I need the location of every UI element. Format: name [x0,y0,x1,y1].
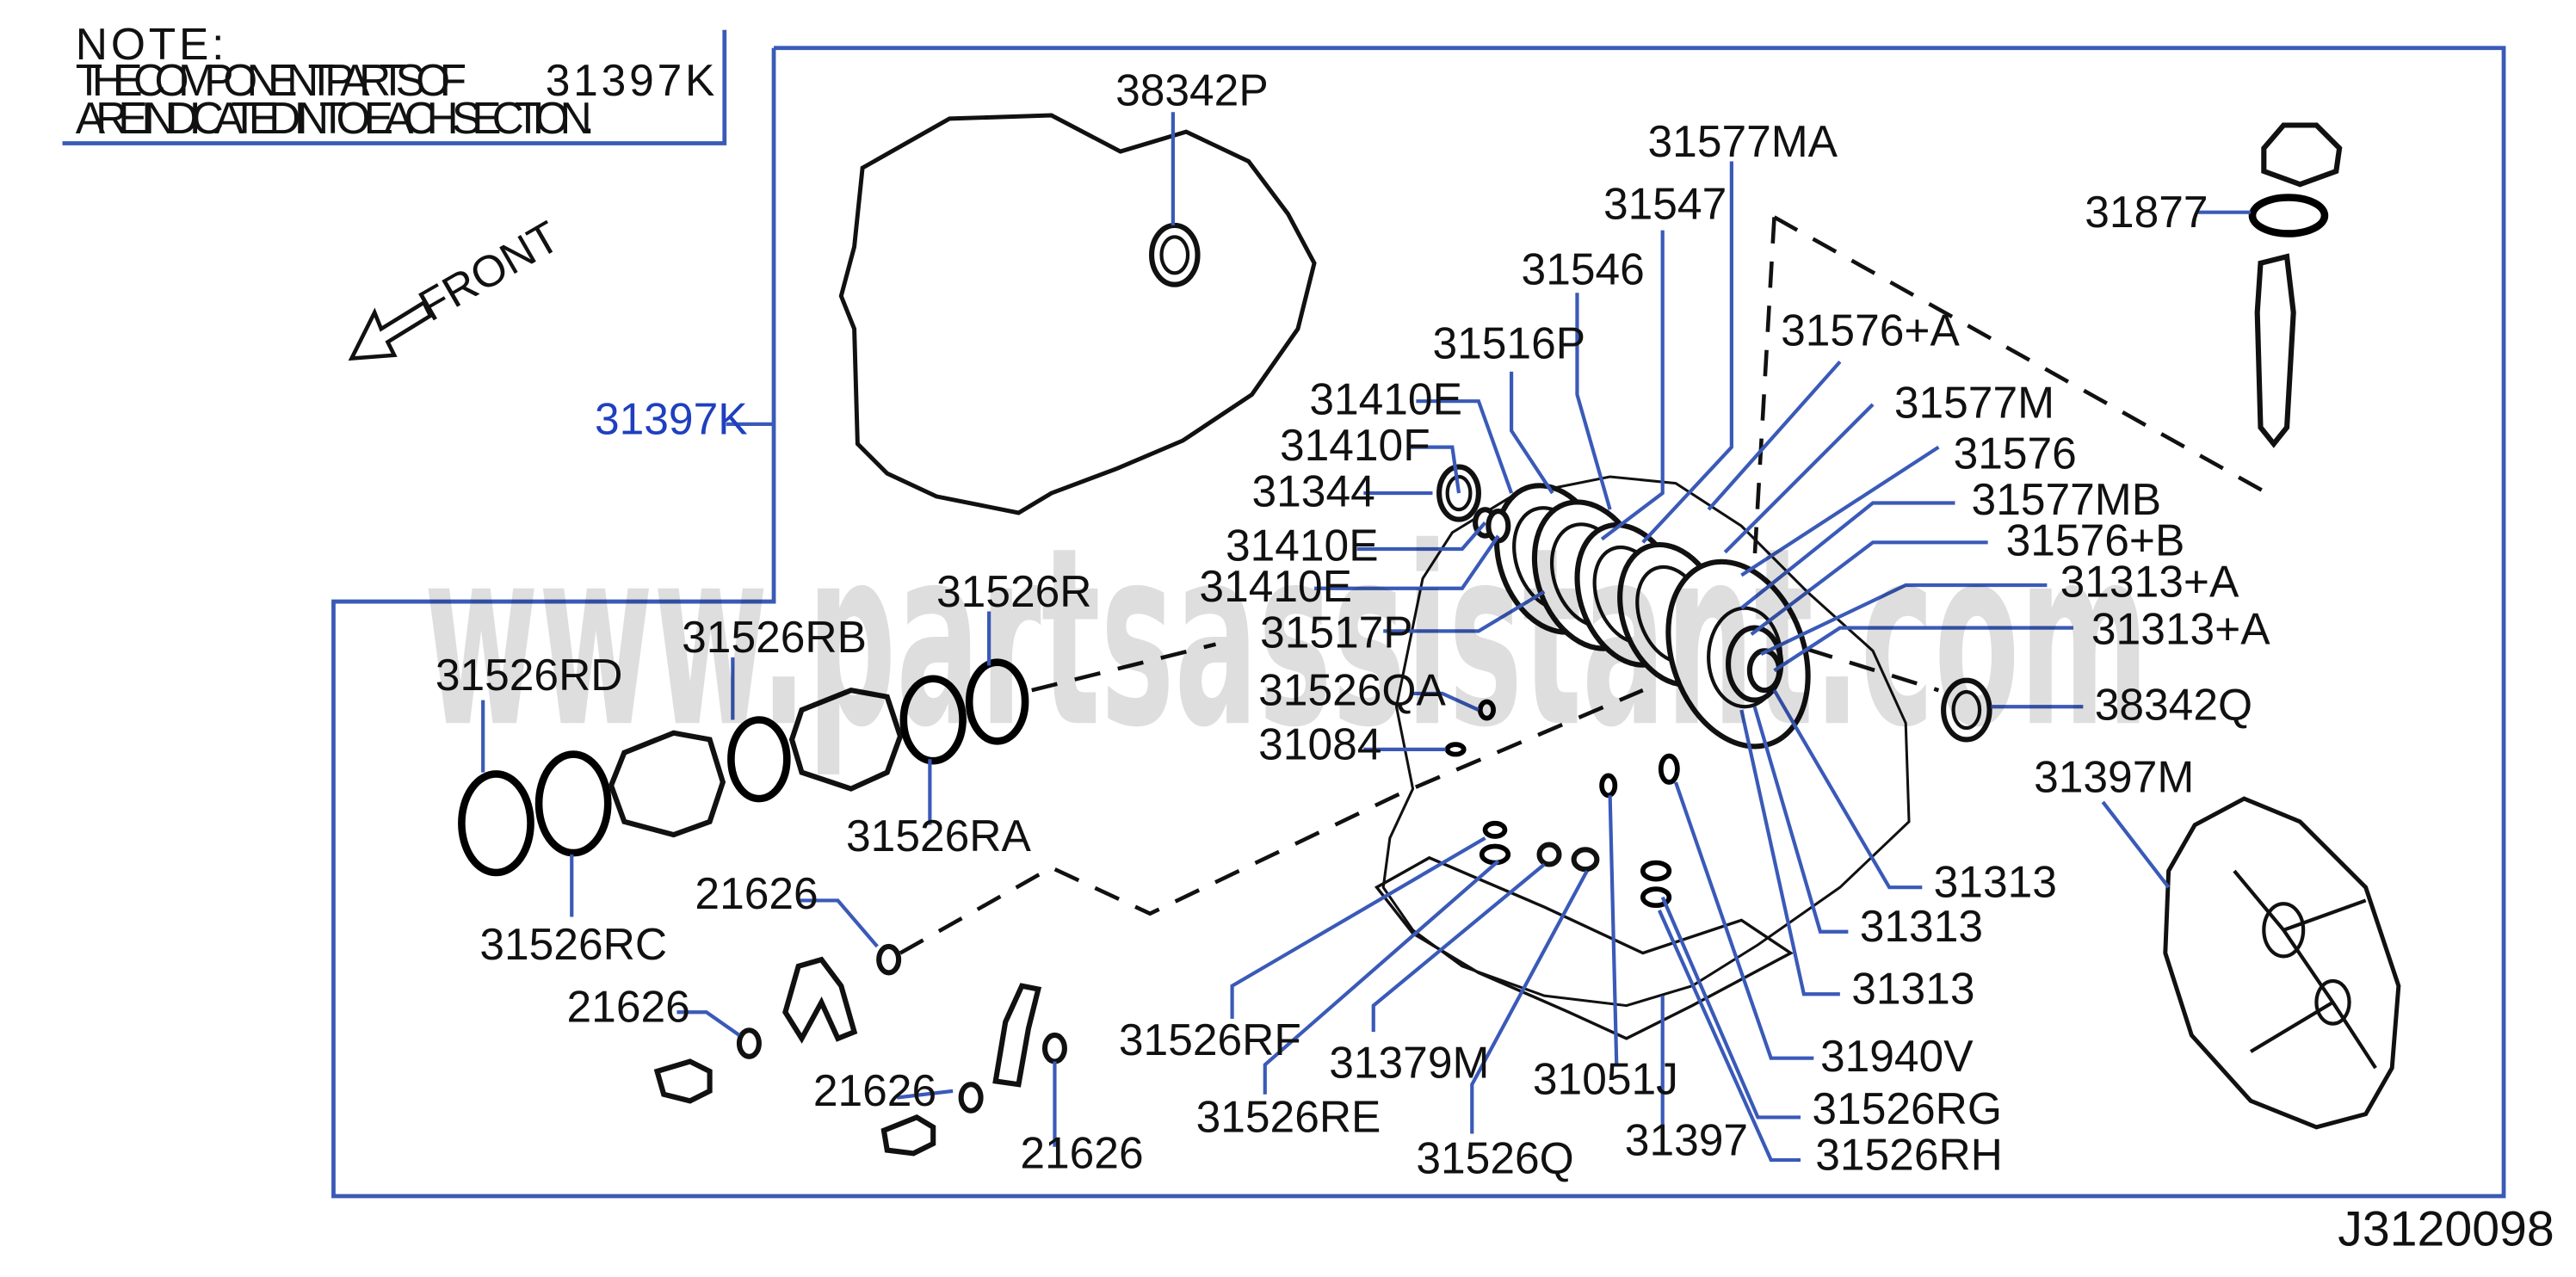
label-31547[interactable]: 31547 [1603,178,1727,228]
label-31344[interactable]: 31344 [1252,466,1375,515]
transmission-case [838,113,1317,515]
label-31576A[interactable]: 31576+A [1781,305,1960,355]
label-31397M[interactable]: 31397M [2034,751,2194,801]
label-31526RD[interactable]: 31526RD [436,650,623,700]
bolts-and-washers [653,943,1067,1157]
label-31576[interactable]: 31576 [1954,428,2077,478]
front-label: FRONT [411,211,568,330]
note-box: NOTE: THE COMPONENT PARTS OF 31397K ARE … [62,19,727,145]
label-31526Q[interactable]: 31526Q [1416,1132,1573,1182]
label-31410E-top[interactable]: 31410E [1309,373,1462,423]
label-31877[interactable]: 31877 [2085,187,2208,237]
label-21626-left[interactable]: 21626 [567,982,690,1032]
label-31410F[interactable]: 31410F [1280,420,1430,470]
note-title: NOTE: [76,19,228,69]
label-31526RC[interactable]: 31526RC [479,919,667,969]
label-31516P[interactable]: 31516P [1432,318,1585,368]
label-31526RB[interactable]: 31526RB [682,612,867,662]
label-21626-middle[interactable]: 21626 [813,1065,936,1115]
label-31526RE[interactable]: 31526RE [1196,1092,1381,1142]
label-31577MA[interactable]: 31577MA [1648,116,1838,166]
label-31577M[interactable]: 31577M [1894,377,2054,427]
label-31084[interactable]: 31084 [1258,719,1381,768]
label-31526RG[interactable]: 31526RG [1812,1083,2002,1133]
label-38342Q[interactable]: 38342Q [2095,679,2252,729]
sensor-31877 [2248,122,2343,448]
label-31526RF[interactable]: 31526RF [1119,1015,1301,1064]
front-arrow: FRONT [348,211,568,361]
label-31397[interactable]: 31397 [1625,1114,1748,1164]
label-21626-upper[interactable]: 21626 [695,868,818,918]
side-cover-31397M [2163,796,2401,1130]
label-31517P[interactable]: 31517P [1260,607,1413,657]
accumulator-parts [458,658,1029,877]
seal-38342Q [1941,677,1992,743]
label-31526RA[interactable]: 31526RA [846,811,1031,861]
note-line2: ARE INDICATED INTO EACH SECTION. [76,93,598,143]
label-31313-a[interactable]: 31313 [1934,857,2057,907]
label-31410E-mid[interactable]: 31410E [1226,520,1379,570]
label-21626-right[interactable]: 21626 [1020,1128,1143,1178]
label-31526RH[interactable]: 31526RH [1815,1129,2003,1179]
note-ref-31397K[interactable]: 31397K [546,55,719,105]
label-31577MB[interactable]: 31577MB [1972,474,2162,524]
label-31526QA[interactable]: 31526QA [1258,664,1446,714]
note-line1: THE COMPONENT PARTS OF [76,55,470,105]
label-31313-b[interactable]: 31313 [1860,901,1983,951]
label-31051J[interactable]: 31051J [1533,1054,1678,1104]
label-31313A-lower[interactable]: 31313+A [2091,604,2270,654]
diagram-code: J3120098 [2338,1201,2554,1256]
label-31379M[interactable]: 31379M [1329,1038,1489,1088]
label-31313A-upper[interactable]: 31313+A [2060,556,2239,606]
label-31546[interactable]: 31546 [1522,244,1645,294]
clutch-pack [1436,464,1811,750]
label-31526R[interactable]: 31526R [936,566,1091,616]
leader-lines [481,112,2252,1163]
label-31313-c[interactable]: 31313 [1851,964,1974,1014]
assembly-ref-31397K[interactable]: 31397K [595,393,748,443]
label-31940V[interactable]: 31940V [1820,1031,1974,1081]
label-31410E-bottom[interactable]: 31410E [1199,561,1352,611]
assembly-frame [331,46,2506,1199]
label-31576B[interactable]: 31576+B [2006,515,2185,565]
part-labels: 38342P 31577MA 31547 31546 31516P 31576+… [436,65,2270,1183]
watermark: www.partsassistant.com [423,494,2148,781]
label-38342P[interactable]: 38342P [1115,65,1269,115]
